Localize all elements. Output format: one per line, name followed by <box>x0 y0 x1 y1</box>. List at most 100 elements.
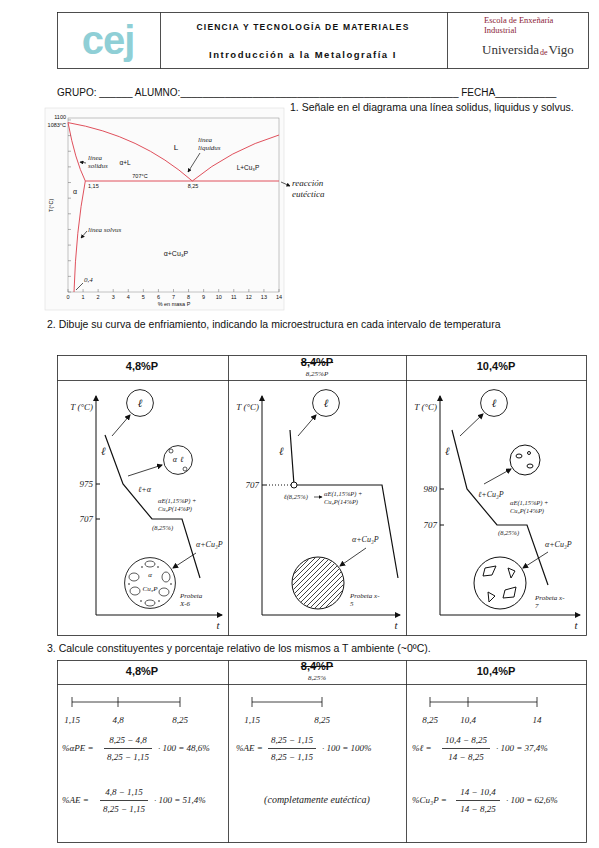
lamella <box>330 553 390 613</box>
axis-tick-label: 5 <box>142 294 145 301</box>
calculation-text: 4,8 <box>112 715 123 726</box>
phase-symbol: ℓ <box>180 456 183 465</box>
calculation-text: 14 <box>533 715 542 726</box>
calculation-text: (completamente eutéctica) <box>264 794 370 806</box>
cooling-curve-label: αE(1,15%P) + Cu₃P(14%P) <box>158 497 220 513</box>
axis-ticks <box>68 289 279 292</box>
lamella <box>255 553 315 613</box>
axis-tick-label: 11 <box>231 294 237 301</box>
axis-tick-label: 7 <box>172 294 175 301</box>
cooling-curve-label: Probeta x-7 <box>535 594 565 611</box>
lamella <box>250 553 310 613</box>
axis-tick-label: 1083°C <box>48 122 66 129</box>
lamella <box>275 553 335 613</box>
calculation-text: 1,15 <box>64 715 80 726</box>
axis-tick-label: 14 <box>276 294 282 301</box>
school-name: de <box>540 48 548 58</box>
axis-tick-label: 3 <box>112 294 115 301</box>
cooling-curve-label: t <box>574 619 577 632</box>
phase-symbol: α <box>173 456 177 465</box>
axis-tick-label: 2 <box>97 294 100 301</box>
lamella <box>325 553 385 613</box>
phase-symbol: Cu₃P <box>143 586 158 594</box>
phase-field-label: L+Cu₃P <box>237 164 260 172</box>
header-title: Introducción a la Metalografía I <box>209 49 397 60</box>
axis-tick-label: 13 <box>261 294 267 301</box>
header-title: CIENCIA Y TECNOLOGÍA DE MATERIALES <box>196 22 409 32</box>
handwritten-annotation: reacción eutéctica <box>292 178 337 200</box>
axis-tick-label: 10 <box>216 294 222 301</box>
cooling-curve-label: αE(1,15%P) + Cu₃P(14%P) <box>324 490 376 506</box>
axis-ticks <box>68 120 71 292</box>
column-header: 10,4%P <box>477 360 516 373</box>
calculation-text: %ℓ = <box>412 743 432 754</box>
calculation-text: 10,4 <box>460 715 476 726</box>
lamella <box>290 553 350 613</box>
cooling-curve-label: t <box>394 619 397 632</box>
cooling-curve-label: (8,25%) <box>152 524 173 532</box>
calculation-text: 8,25 − 1,15 <box>107 752 149 763</box>
cooling-curve-label: αE(1,15%P) + Cu₃P(14%P) <box>510 499 570 515</box>
lamella <box>280 553 340 613</box>
calculation-text: · 100 = 100% <box>322 743 372 754</box>
microstructure-circle: αCu₃P <box>124 557 176 609</box>
cooling-curve-label: α+Cu₃P <box>352 535 379 545</box>
cooling-curve-label: α+Cu₃P <box>196 540 223 550</box>
school-name: Vigo <box>549 42 574 58</box>
calculation-text: 14 − 8,25 <box>448 752 483 763</box>
cooling-curve-label: 707 <box>80 514 94 525</box>
cooling-curve-label: T (°C) <box>70 402 93 413</box>
calculation-text: 14 − 8,25 <box>460 804 495 815</box>
axis-tick-label: 0 <box>66 294 69 301</box>
circle-outline <box>163 445 193 475</box>
microstructure-circle: ℓ <box>126 389 154 417</box>
cooling-curve-label: ℓ <box>101 445 106 458</box>
axis-tick-label: 6 <box>157 294 160 301</box>
cooling-curve-label: Probeta X-6 <box>180 592 210 609</box>
lamella <box>315 553 375 613</box>
axis-tick-label: 4 <box>127 294 130 301</box>
header-frame <box>58 13 589 69</box>
lamella <box>240 553 300 613</box>
calculation-text: %Cu₃P = <box>412 795 447 806</box>
calculation-text: 8,25 − 1,15 <box>271 752 313 763</box>
lamellar-eutectic <box>240 553 395 613</box>
cooling-curve-label: T (°C) <box>236 402 259 413</box>
cooling-curves <box>96 396 580 615</box>
cooling-curve-label: 707 <box>424 520 438 531</box>
calculation-text: 8,25 <box>172 715 188 726</box>
calculation-text: · 100 = 51,4% <box>154 795 206 806</box>
handwritten-annotation: 0,4 <box>84 276 93 284</box>
cooling-curve-label: ℓ <box>445 445 450 458</box>
lamella <box>305 553 365 613</box>
axis-tick-label: 1100 <box>54 114 66 121</box>
form-field-line: GRUPO: ______ ALUMNO:___________________… <box>57 87 556 99</box>
invariant-point-label: 1,15 <box>88 183 99 190</box>
cooling-curve-label: 980 <box>424 484 438 495</box>
calculation-text: · 100 = 48,6% <box>158 743 210 754</box>
phase-field-label: α <box>73 188 77 196</box>
phase-field-label: α+L <box>119 159 130 167</box>
calculation-text: %AE = <box>236 743 263 754</box>
invariant-point-label: 707°C <box>132 173 147 180</box>
column-header: 8,25%P <box>306 370 328 378</box>
cooling-curve-label: ℓ(8,25%) <box>284 493 308 501</box>
cooling-curve-label: ℓ <box>279 445 284 458</box>
microstructure-circle: ℓ <box>312 389 340 417</box>
logo-text: cej <box>82 16 135 64</box>
column-header: 8,4%P <box>301 660 333 673</box>
cooling-curve-label: 975 <box>80 479 94 490</box>
school-name: Universida <box>482 42 539 58</box>
axis-tick-label: 9 <box>202 294 205 301</box>
invariant-point-label: 8,25 <box>188 183 199 190</box>
handwritten-annotation: línea solidus <box>88 154 116 171</box>
axis-tick-label: 12 <box>246 294 252 301</box>
calculation-text: 8,25 − 4,8 <box>109 735 147 746</box>
column-header: 8,25% <box>308 674 326 682</box>
question-text: 3. Calcule constituyentes y porcentaje r… <box>47 642 431 655</box>
phase-field-label: α+Cu₃P <box>164 250 189 258</box>
calculation-text: 1,15 <box>244 715 260 726</box>
calculation-text: %αPE = <box>62 743 94 754</box>
calculation-text: 8,25 − 1,15 <box>103 804 145 815</box>
calculation-text: 8,25 − 1,15 <box>271 735 313 746</box>
